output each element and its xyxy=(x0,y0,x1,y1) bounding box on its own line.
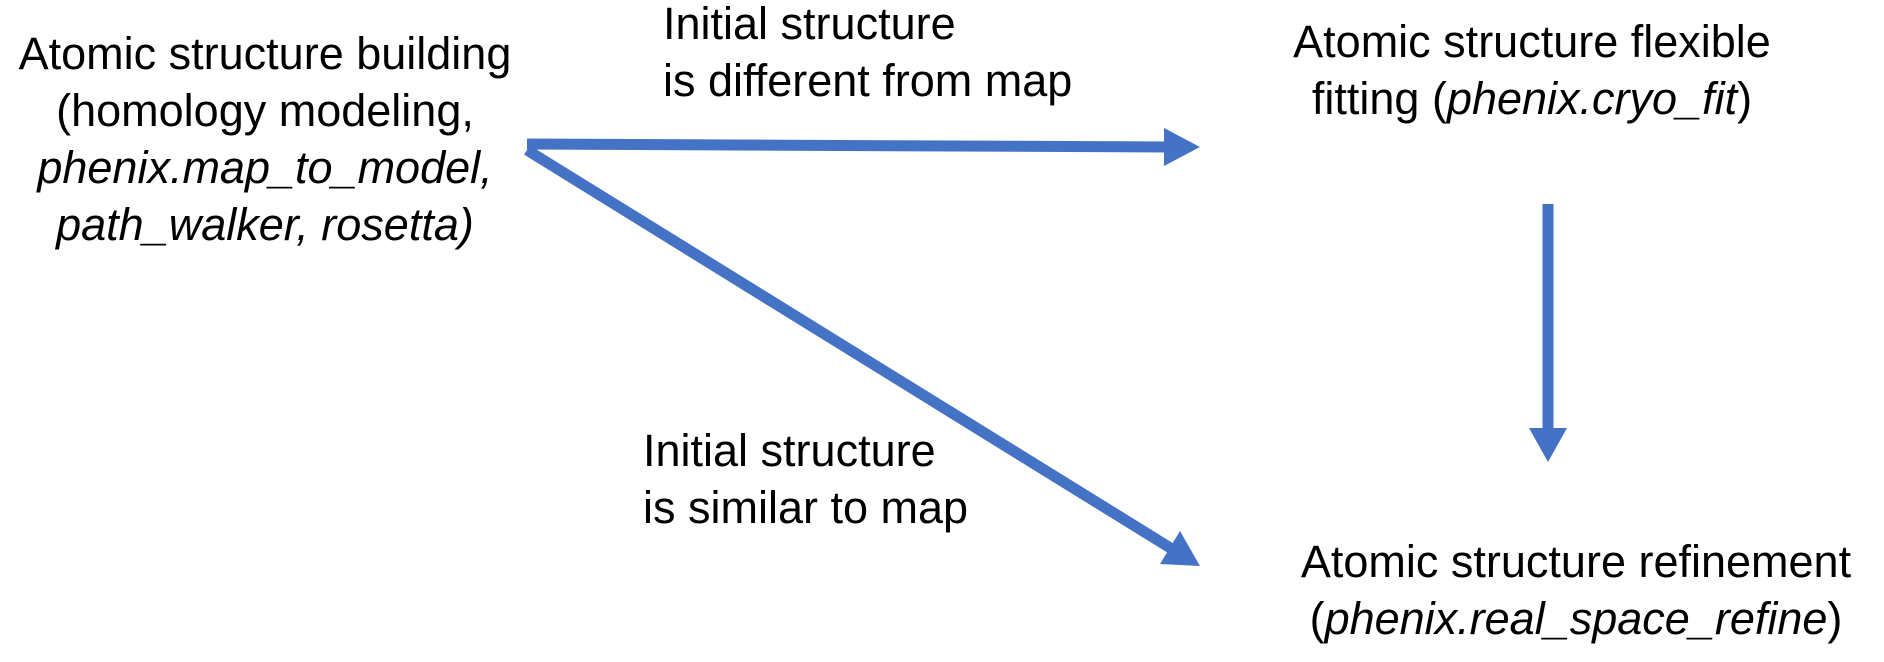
node-refinement-line1: Atomic structure refinement xyxy=(1300,536,1852,587)
arrowhead-down-right-icon xyxy=(1160,531,1200,566)
node-flexible-fitting-line1: Atomic structure flexible xyxy=(1293,16,1771,67)
arrow-fitting-to-refinement xyxy=(1529,204,1567,462)
node-refinement-line2-post: ) xyxy=(1827,593,1843,644)
node-building-line4: path_walker, rosetta) xyxy=(56,199,474,250)
node-flexible-fitting-program: phenix.cryo_fit xyxy=(1446,73,1738,124)
edge-label-different-line2: is different from map xyxy=(663,55,1073,106)
arrow-building-to-refinement xyxy=(524,145,1200,566)
node-flexible-fitting-line2: fitting (phenix.cryo_fit) xyxy=(1232,70,1832,127)
node-building-line3: phenix.map_to_model, xyxy=(37,142,493,193)
arrow-shaft xyxy=(526,138,1167,153)
edge-label-different: Initial structure is different from map xyxy=(663,0,1072,109)
node-building-line2: (homology modeling, xyxy=(56,85,474,136)
edge-label-similar-line1: Initial structure xyxy=(643,425,936,476)
node-building-line1: Atomic structure building xyxy=(18,28,512,79)
edge-label-similar: Initial structure is similar to map xyxy=(643,422,968,536)
edge-label-different-line1: Initial structure xyxy=(663,0,956,49)
node-refinement-program: phenix.real_space_refine xyxy=(1324,593,1828,644)
node-flexible-fitting-line2-pre: fitting ( xyxy=(1311,73,1447,124)
arrowhead-down-icon xyxy=(1529,428,1567,462)
node-flexible-fitting: Atomic structure flexible fitting (pheni… xyxy=(1232,13,1832,127)
arrow-building-to-fitting xyxy=(526,128,1200,166)
node-refinement-line2: (phenix.real_space_refine) xyxy=(1276,590,1876,647)
arrow-shaft xyxy=(524,145,1175,554)
node-building: Atomic structure building (homology mode… xyxy=(0,25,530,253)
node-refinement: Atomic structure refinement (phenix.real… xyxy=(1276,533,1876,647)
arrowhead-right-icon xyxy=(1164,128,1200,166)
node-flexible-fitting-line2-post: ) xyxy=(1737,73,1753,124)
node-refinement-line2-pre: ( xyxy=(1309,593,1325,644)
edge-label-similar-line2: is similar to map xyxy=(643,482,969,533)
